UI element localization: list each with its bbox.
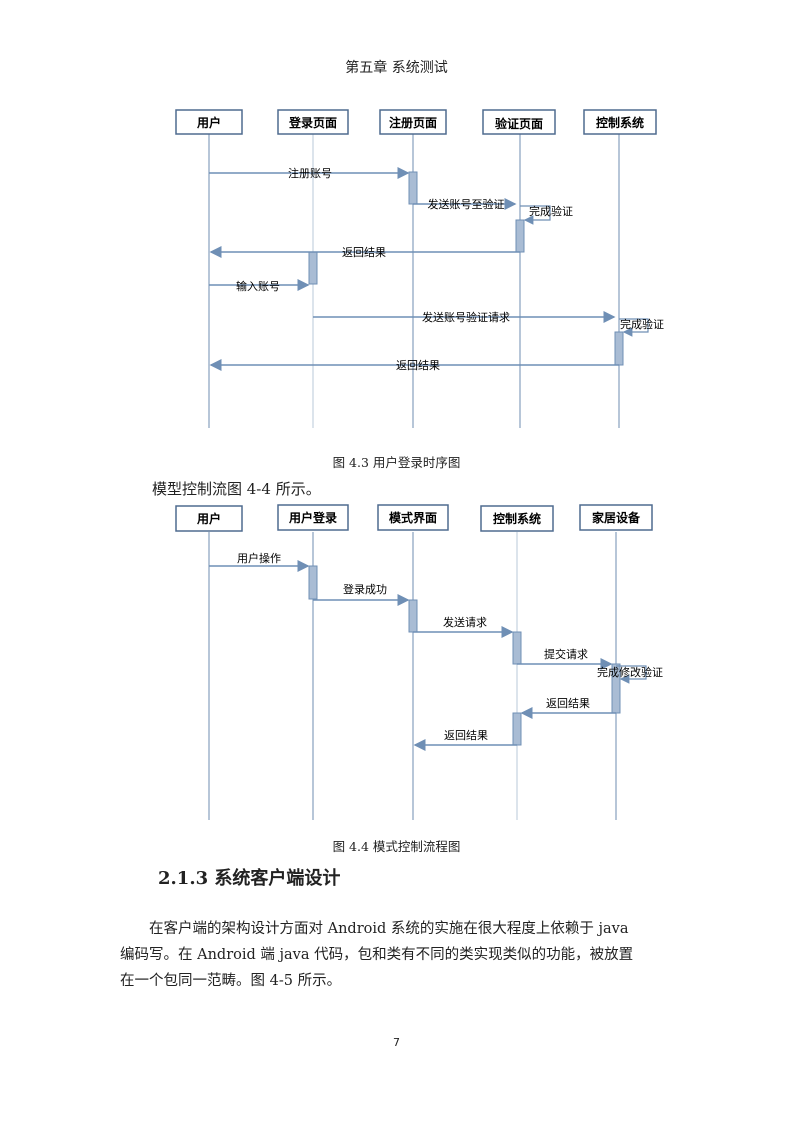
- participant-box: [277, 109, 349, 135]
- intro-text: 模型控制流图 4-4 所示。: [152, 480, 321, 498]
- message-label: 完成修改验证: [597, 665, 663, 679]
- participant-label: 控制系统: [493, 511, 541, 526]
- participant-box: [377, 504, 449, 531]
- figure-caption: 图 4.3 用户登录时序图: [332, 455, 461, 470]
- page-header: 第五章 系统测试: [345, 60, 448, 76]
- participant-label: 模式界面: [389, 510, 437, 525]
- participant-box: [579, 504, 653, 531]
- message-label: 返回结果: [342, 246, 386, 259]
- message-label: 注册账号: [288, 166, 332, 180]
- paragraph-line: 在一个包同一范畴。图 4-5 所示。: [120, 973, 342, 989]
- participant-box: [175, 109, 243, 135]
- participant-box: [583, 109, 657, 135]
- page-number: 7: [393, 1036, 400, 1049]
- participant-label: 家居设备: [592, 510, 641, 525]
- section-heading: 2.1.3 系统客户端设计: [158, 868, 341, 889]
- paragraph-line: 在客户端的架构设计方面对 Android 系统的实施在很大程度上依赖于 java: [149, 921, 629, 937]
- sequence-diagram-mode-control: 用户 用户登录 模式界面 控制系统 家居设备 用户操作 登录成功 发送请求 提交…: [175, 504, 663, 820]
- self-message-arrow: [616, 665, 647, 684]
- message-label: 提交请求: [544, 647, 588, 661]
- participant-label: 用户登录: [288, 510, 337, 525]
- message-label: 登录成功: [343, 582, 387, 596]
- participant-box: [482, 109, 556, 135]
- body-paragraph: 在客户端的架构设计方面对 Android 系统的实施在很大程度上依赖于 java…: [120, 916, 680, 994]
- participant-label: 登录页面: [288, 115, 337, 130]
- activation-bar: [515, 219, 525, 253]
- sequence-diagram-login: 用户 登录页面 注册页面 验证页面 控制系统 注册账号 发送账号至验证 完成验证…: [175, 109, 664, 428]
- participant-label: 注册页面: [389, 115, 437, 130]
- participant-label: 验证页面: [495, 116, 543, 131]
- activation-bar: [308, 565, 318, 600]
- self-message-arrow: [619, 318, 649, 337]
- message-label: 完成验证: [620, 317, 664, 331]
- activation-bar: [408, 599, 418, 633]
- participant-label: 控制系统: [596, 115, 644, 130]
- message-label: 输入账号: [236, 279, 280, 293]
- message-label: 完成验证: [529, 204, 573, 218]
- message-label: 发送账号验证请求: [422, 310, 510, 324]
- message-label: 发送请求: [443, 615, 487, 629]
- participant-box: [277, 504, 349, 531]
- message-label: 返回结果: [396, 359, 440, 372]
- figure-caption: 图 4.4 模式控制流程图: [332, 839, 461, 854]
- message-label: 发送账号至验证: [428, 197, 505, 211]
- message-label: 返回结果: [444, 729, 488, 742]
- participant-box: [379, 109, 447, 135]
- activation-bar: [408, 171, 418, 205]
- paragraph-line: 编码写。在 Android 端 java 代码，包和类有不同的类实现类似的功能，…: [120, 947, 634, 963]
- self-message-arrow: [520, 205, 551, 225]
- message-label: 用户操作: [237, 551, 281, 565]
- activation-bar: [512, 631, 522, 665]
- activation-bar: [512, 712, 522, 746]
- activation-bar: [614, 331, 624, 366]
- participant-label: 用户: [196, 511, 221, 526]
- activation-bar: [308, 251, 318, 285]
- participant-label: 用户: [196, 115, 221, 130]
- participant-box: [175, 505, 243, 532]
- participant-box: [480, 505, 554, 532]
- message-label: 返回结果: [546, 697, 590, 710]
